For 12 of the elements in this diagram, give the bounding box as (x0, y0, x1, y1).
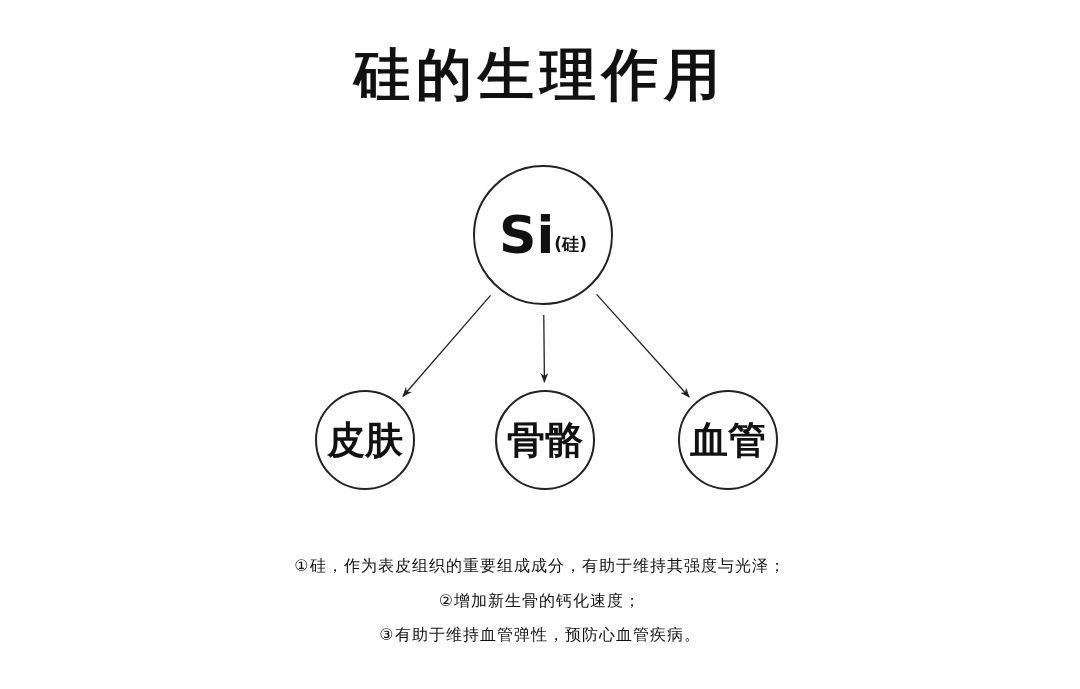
title: 硅的生理作用 (351, 41, 727, 109)
note-text: ③有助于维持血管弹性，预防心血管疾病。 (378, 625, 702, 646)
node-label: 骨骼 (507, 416, 583, 464)
element-name: (硅) (554, 232, 587, 256)
note-text: ①硅，作为表皮组织的重要组成成分，有助于维持其强度与光泽； (293, 556, 787, 577)
node-label: 皮肤 (327, 416, 403, 464)
note-text: ②增加新生骨的钙化速度； (437, 590, 643, 612)
arrow (595, 293, 690, 398)
element-symbol: Si (499, 205, 555, 265)
node-label: 血管 (690, 416, 766, 464)
arrow (402, 294, 492, 397)
arrow (540, 314, 549, 383)
